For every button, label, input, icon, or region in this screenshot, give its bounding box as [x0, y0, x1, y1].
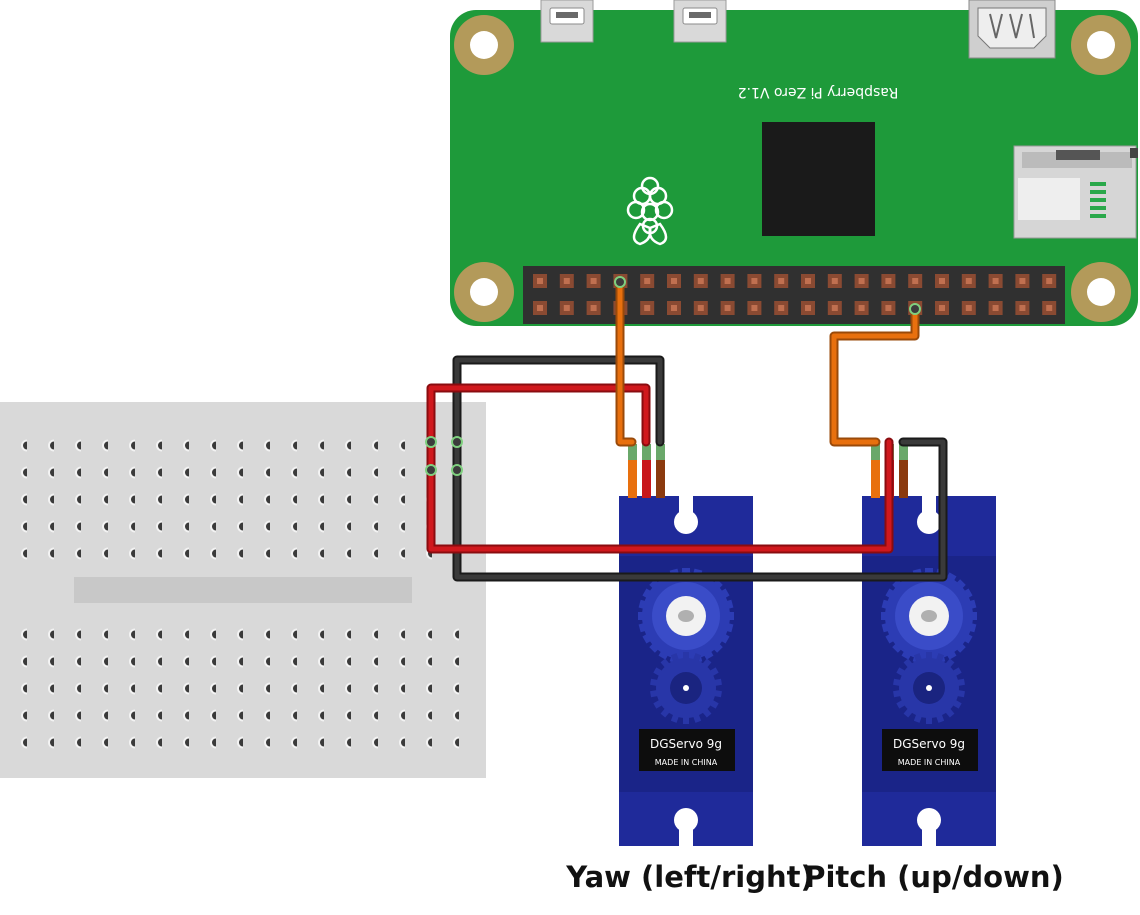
breadboard-holes-bottom [0, 617, 472, 752]
sd-card-slot-icon [1013, 145, 1138, 239]
power-wire-yaw-inner [428, 385, 649, 473]
chip-icon [762, 122, 875, 236]
yaw-caption: Yaw (left/right) [565, 860, 814, 894]
raspberry-logo-icon [626, 176, 674, 246]
servo-label-plate [639, 729, 735, 771]
servo-lead [899, 448, 908, 498]
hdmi-port-icon [968, 0, 1056, 59]
signal-wire-pitch [829, 304, 920, 447]
wiring [425, 276, 948, 582]
ground-wire-pitch-inner [454, 439, 946, 580]
power-wire-pitch-inner [428, 439, 892, 552]
usb-port-icon [540, 0, 727, 43]
servo-gear-icon [881, 568, 977, 664]
pitch-caption: Pitch (up/down) [804, 860, 1064, 894]
servo-lead [656, 448, 665, 498]
breadboard [0, 402, 486, 778]
mounting-hole-icon [454, 15, 1131, 322]
servo-lead [628, 448, 637, 498]
servo-model-label: DGServo 9g [893, 737, 965, 751]
servo-small-gear-icon [650, 652, 722, 724]
servo-origin-label: MADE IN CHINA [655, 758, 718, 767]
servo-origin-label: MADE IN CHINA [898, 758, 961, 767]
servo-lead [871, 448, 880, 498]
servo-yaw: DGServo 9g MADE IN CHINA [619, 444, 753, 846]
connection-points [425, 276, 921, 476]
servo-small-gear-icon [893, 652, 965, 724]
signal-wire-yaw-inner [617, 279, 635, 445]
gpio-header [523, 266, 1065, 324]
servo-lead [642, 448, 651, 498]
servo-label-plate [882, 729, 978, 771]
servo-model-label: DGServo 9g [650, 737, 722, 751]
raspberry-pi-board: Raspberry Pi Zero V1.2 [450, 0, 1138, 326]
breadboard-center-channel [74, 577, 412, 603]
signal-wire-pitch-inner [831, 306, 918, 445]
ground-wire-yaw-inner [454, 357, 663, 473]
breadboard-holes-top [0, 428, 472, 563]
board-label: Raspberry Pi Zero V1.2 [738, 84, 899, 100]
servo-pitch: DGServo 9g MADE IN CHINA [862, 444, 996, 846]
servo-gear-icon [638, 568, 734, 664]
